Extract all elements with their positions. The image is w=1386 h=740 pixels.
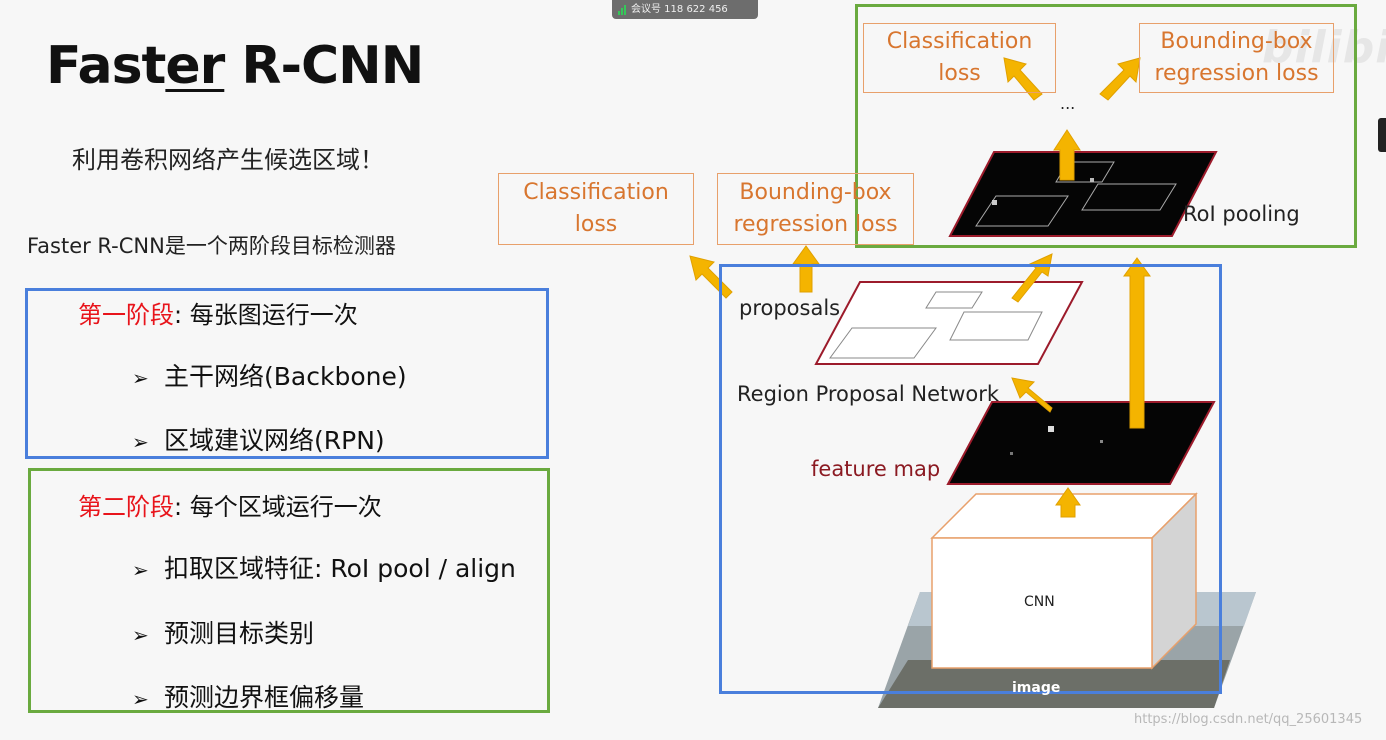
stage2-diagram-box [855, 4, 1357, 248]
bullet-arrow-icon: ➢ [132, 623, 149, 647]
loss-label-line: Bounding-box [739, 180, 892, 205]
slide-title: Faster R-CNN [46, 36, 424, 96]
arrow-icon [1003, 57, 1043, 101]
arrow-icon [1099, 57, 1141, 101]
roi-activation [992, 200, 997, 205]
bullet-arrow-icon: ➢ [132, 558, 149, 582]
loss-label-line: loss [938, 61, 981, 86]
arrow-icon [1011, 377, 1053, 413]
bullet-text: 预测边界框偏移量 [164, 683, 365, 712]
feature-activation [1048, 426, 1054, 432]
stage1-bullet: ➢ 主干网络(Backbone) [132, 357, 407, 393]
cnn-label: CNN [1024, 594, 1055, 610]
loss-label-line: loss [574, 212, 618, 237]
loss-label-line: regression loss [733, 212, 898, 237]
stage1-heading-rest: : 每张图运行一次 [174, 301, 358, 329]
bullet-text: 扣取区域特征: RoI pool / align [164, 554, 516, 583]
title-underlined: er [165, 36, 225, 96]
stage2-bullet: ➢ 预测边界框偏移量 [132, 678, 364, 714]
stage2-heading-rest: : 每个区域运行一次 [174, 493, 382, 521]
stage1-diagram-box [719, 264, 1222, 694]
roi-rect [1081, 183, 1177, 211]
stage1-heading: 第一阶段: 每张图运行一次 [78, 295, 358, 330]
feature-activation [1100, 440, 1103, 443]
bullet-text: 主干网络(Backbone) [164, 362, 407, 391]
stage2-box [28, 468, 550, 713]
ellipsis-label: ... [1060, 94, 1076, 113]
rpn-label: Region Proposal Network [737, 382, 1000, 406]
csdn-watermark-url: https://blog.csdn.net/qq_25601345 [1134, 712, 1363, 727]
loss-label-line: Classification [886, 29, 1033, 54]
mid-bbox-loss-box: Bounding-box regression loss [717, 173, 914, 245]
proposal-rect [829, 327, 937, 359]
slide-subtitle: 利用卷积网络产生候选区域！ [72, 146, 384, 174]
stage1-box [25, 288, 549, 459]
arrow-icon [1053, 129, 1081, 181]
stage1-heading-red: 第一阶段 [78, 301, 174, 329]
arrow-icon [1055, 487, 1081, 518]
bullet-arrow-icon: ➢ [132, 687, 149, 711]
bullet-text: 区域建议网络(RPN) [164, 426, 385, 455]
meeting-id-bar[interactable]: 会议号 118 622 456 [612, 0, 758, 19]
bullet-arrow-icon: ➢ [132, 430, 149, 454]
loss-label-line: Bounding-box [1160, 29, 1313, 54]
bullet-text: 预测目标类别 [164, 619, 315, 648]
meeting-id-label: 会议号 118 622 456 [631, 4, 728, 15]
arrow-icon [1123, 257, 1151, 429]
roi-activation [1090, 178, 1094, 182]
stage2-heading: 第二阶段: 每个区域运行一次 [78, 487, 382, 522]
signal-icon [618, 4, 626, 15]
top-classification-loss-box: Classification loss [863, 23, 1056, 93]
stage2-heading-red: 第二阶段 [78, 493, 174, 521]
bilibili-watermark: bilibili [1262, 22, 1386, 73]
loss-label-line: regression loss [1154, 61, 1319, 86]
title-suffix: R-CNN [224, 36, 424, 96]
cnn-box-front [931, 537, 1153, 669]
image-label: image [1012, 680, 1061, 696]
stage2-bullet: ➢ 扣取区域特征: RoI pool / align [132, 549, 516, 585]
mid-classification-loss-box: Classification loss [498, 173, 694, 245]
feature-map-label: feature map [811, 457, 941, 481]
bullet-arrow-icon: ➢ [132, 366, 149, 390]
title-prefix: Fast [46, 36, 166, 96]
roi-rect [975, 195, 1069, 227]
image-ground [878, 660, 1230, 708]
proposal-rect [925, 291, 983, 309]
stage1-bullet: ➢ 区域建议网络(RPN) [132, 421, 385, 457]
loss-label-line: Classification [523, 180, 669, 205]
feature-activation [1010, 452, 1013, 455]
proposals-plane [814, 281, 1084, 365]
proposals-label: proposals [739, 296, 841, 320]
proposal-rect [949, 311, 1043, 341]
top-bbox-loss-box: Bounding-box regression loss [1139, 23, 1334, 93]
slide-description: Faster R-CNN是一个两阶段目标检测器 [27, 234, 396, 258]
side-scroll-handle[interactable] [1378, 118, 1386, 152]
stage2-bullet: ➢ 预测目标类别 [132, 614, 314, 650]
roi-pooling-label: RoI pooling [1183, 202, 1300, 226]
roi-pooling-plane [948, 151, 1218, 237]
